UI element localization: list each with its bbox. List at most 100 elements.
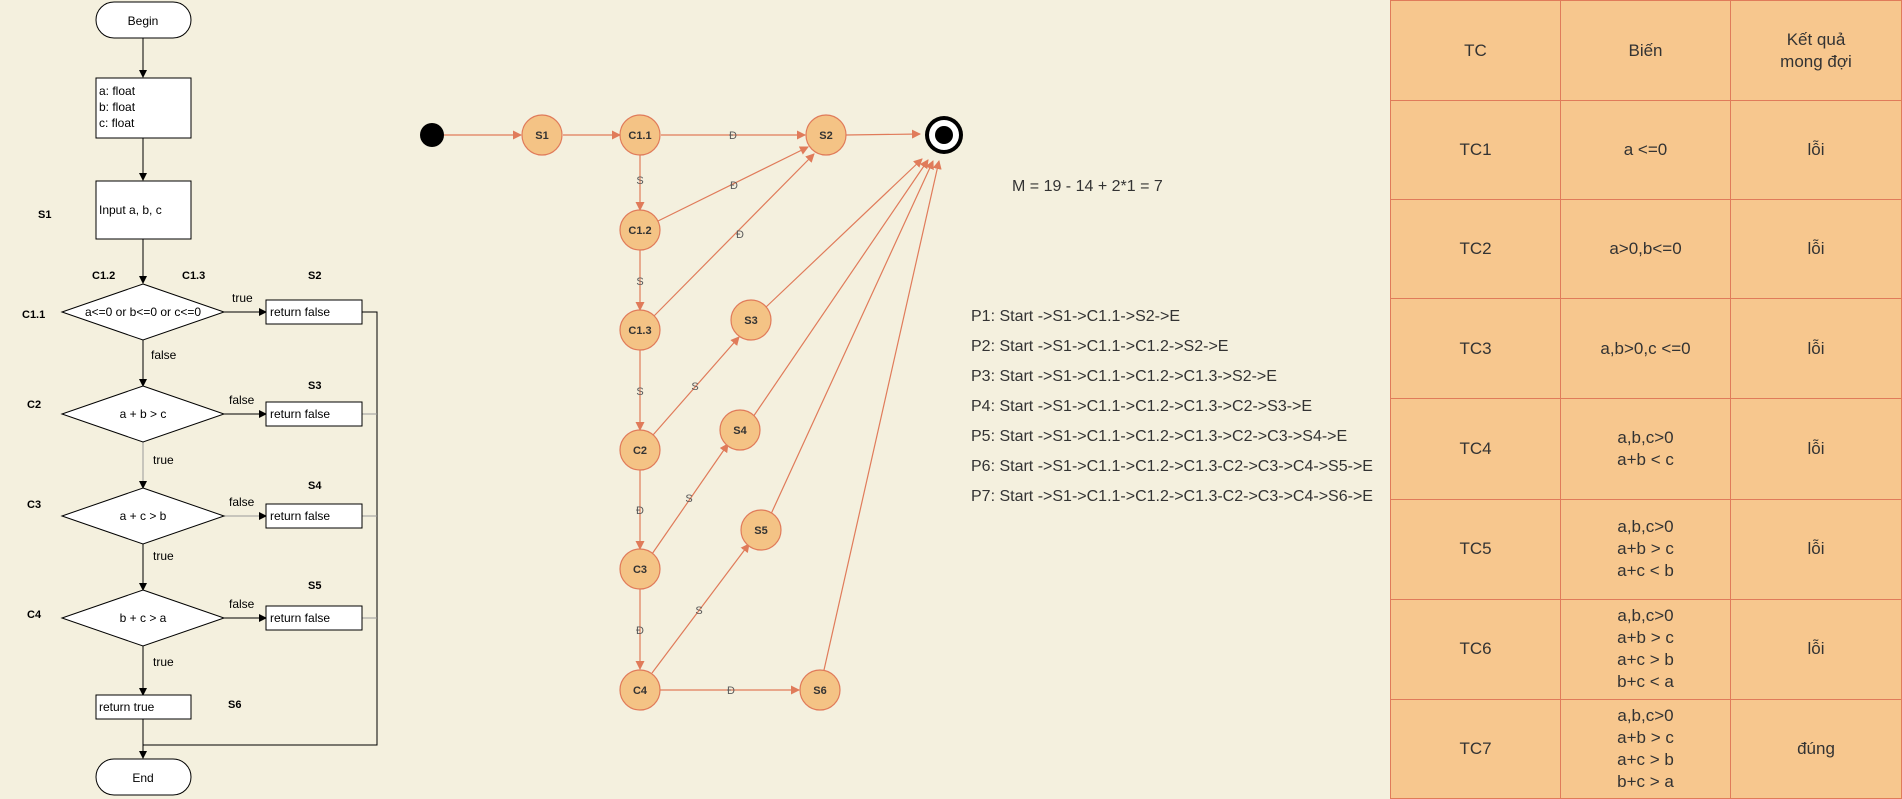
fc-cond3-text: a + c > b (120, 509, 167, 523)
table-row: TC4 a,b,c>0 a+b < c lỗi (1390, 398, 1902, 500)
tc-variable-line: a+c > b (1617, 749, 1674, 769)
flowchart: Begin a: float b: float c: float Input a… (22, 1, 378, 796)
fc-decl-line-b: b: float (99, 100, 136, 114)
graph-node-s2 (805, 114, 847, 156)
tc-variable-line: a,b,c>0 (1617, 705, 1674, 725)
table-row: TC7 a,b,c>0 a+b > c a+c > b b+c > a đúng (1390, 698, 1902, 799)
graph-edge-c3-s4 (651, 443, 729, 555)
fc-node-label-s4: S4 (308, 480, 322, 492)
graph-edge-c4-s5 (651, 543, 750, 674)
tc-result: lỗi (1730, 598, 1902, 700)
graph-node-c3 (619, 548, 661, 590)
tc-id: TC6 (1390, 598, 1561, 700)
fc-label-true-2: true (153, 453, 174, 467)
fc-decl-line-c: c: float (99, 116, 135, 130)
fc-cond2-diamond (60, 385, 226, 443)
graph-node-c1-2 (619, 209, 661, 251)
graph-node-s3-label: S3 (744, 315, 757, 327)
table-row: TC3 a,b>0,c <=0 lỗi (1390, 298, 1902, 400)
tc-variable-line: a>0,b<=0 (1609, 239, 1682, 259)
graph-end-node-core (935, 126, 953, 144)
graph-node-s5 (740, 509, 782, 551)
graph-start-node (420, 123, 444, 147)
table-header-row: TC Biến Kết quả mong đợi (1390, 0, 1902, 102)
control-flow-graph: Đ S Đ S Đ S S Đ S Đ S Đ S1 C1.1 S2 C1.2 … (420, 114, 963, 711)
fc-decl-line-a: a: float (99, 84, 136, 98)
graph-edge-s5-end (770, 160, 934, 515)
fc-node-label-c1-1: C1.1 (22, 309, 45, 321)
graph-edge-label-s-c3: S (685, 493, 692, 505)
graph-node-c1-1-label: C1.1 (628, 130, 651, 142)
graph-edge-s2-end (845, 129, 921, 139)
tc-variable-line: a+b > c (1617, 539, 1674, 559)
graph-node-c4 (619, 669, 661, 711)
tc-variable-line: b+c < a (1617, 672, 1674, 692)
graph-node-c1-2-label: C1.2 (628, 225, 651, 237)
fc-end-text: End (132, 771, 153, 785)
test-case-table: TC Biến Kết quả mong đợi TC1 a <=0 lỗi T… (1390, 0, 1902, 799)
fc-node-label-s1: S1 (38, 209, 51, 221)
graph-node-s4-label: S4 (733, 425, 747, 437)
graph-edge-s3-end (764, 158, 923, 309)
graph-node-c3-label: C3 (633, 564, 647, 576)
fc-merge-line (143, 311, 378, 746)
fc-begin-text: Begin (128, 14, 159, 28)
fc-decl-box (95, 77, 192, 139)
graph-node-s3 (730, 299, 772, 341)
tc-result: lỗi (1730, 498, 1902, 600)
graph-node-c4-label: C4 (633, 685, 648, 697)
graph-node-s6 (799, 669, 841, 711)
tc-variable-line: a+b < c (1617, 450, 1674, 470)
fc-cond1-text: a<=0 or b<=0 or c<=0 (85, 305, 201, 319)
graph-node-s5-label: S5 (754, 525, 767, 537)
fc-node-label-c3: C3 (27, 499, 41, 511)
fc-node-label-s6: S6 (228, 699, 241, 711)
tc-id: TC7 (1390, 698, 1561, 799)
graph-node-c1-1 (619, 114, 661, 156)
tc-result: lỗi (1730, 100, 1902, 201)
tc-variables: a <=0 (1560, 100, 1731, 201)
fc-node-label-c4: C4 (27, 609, 42, 621)
tc-result: lỗi (1730, 298, 1902, 400)
graph-edge-label-s-c1-2: S (636, 276, 643, 288)
fc-cond1-diamond (60, 283, 226, 341)
graph-edge-label-d-c4: Đ (727, 685, 735, 697)
header-expected-line-2: mong đợi (1780, 51, 1852, 71)
fc-s2-text: return false (270, 305, 330, 319)
tc-variable-line: a,b,c>0 (1617, 517, 1674, 537)
tc-variables: a,b>0,c <=0 (1560, 298, 1731, 400)
table-row: TC2 a>0,b<=0 lỗi (1390, 199, 1902, 300)
tc-variables: a,b,c>0 a+b > c a+c < b (1560, 498, 1731, 600)
fc-cond2-text: a + b > c (120, 407, 167, 421)
graph-edge-s4-end (752, 159, 929, 418)
fc-node-label-c2: C2 (27, 399, 41, 411)
graph-edge-c2-s3 (652, 336, 740, 436)
fc-node-label-s5: S5 (308, 580, 321, 592)
tc-variable-line: a+b > c (1617, 727, 1674, 747)
path-item: P5: Start ->S1->C1.1->C1.2->C1.3->C2->C3… (971, 428, 1347, 445)
graph-node-c2-label: C2 (633, 445, 647, 457)
graph-edge-s6-end (823, 160, 942, 671)
path-item: P4: Start ->S1->C1.1->C1.2->C1.3->C2->S3… (971, 398, 1312, 415)
tc-id: TC3 (1390, 298, 1561, 400)
tc-variables: a,b,c>0 a+b > c a+c > b b+c > a (1560, 698, 1731, 799)
path-list: P1: Start ->S1->C1.1->S2->E P2: Start ->… (971, 308, 1373, 505)
fc-cond4-text: b + c > a (120, 611, 167, 625)
fc-s3-box (265, 401, 363, 427)
header-expected-result: Kết quả mong đợi (1730, 0, 1902, 102)
fc-end-terminal (95, 758, 192, 796)
fc-label-false-1: false (151, 348, 177, 362)
fc-label-false-3: false (229, 495, 255, 509)
fc-label-true-1: true (232, 291, 253, 305)
table-row: TC5 a,b,c>0 a+b > c a+c < b lỗi (1390, 498, 1902, 600)
header-variable: Biến (1560, 0, 1731, 102)
fc-label-true-4: true (153, 655, 174, 669)
fc-s5-box (265, 605, 363, 631)
fc-node-label-s3: S3 (308, 380, 321, 392)
fc-cond3-diamond (60, 487, 226, 545)
fc-label-true-3: true (153, 549, 174, 563)
fc-label-false-4: false (229, 597, 255, 611)
graph-edge-label-d-c1-2: Đ (730, 180, 738, 192)
graph-node-s6-label: S6 (813, 685, 826, 697)
graph-edge-label-d-c1-3: Đ (736, 229, 744, 241)
